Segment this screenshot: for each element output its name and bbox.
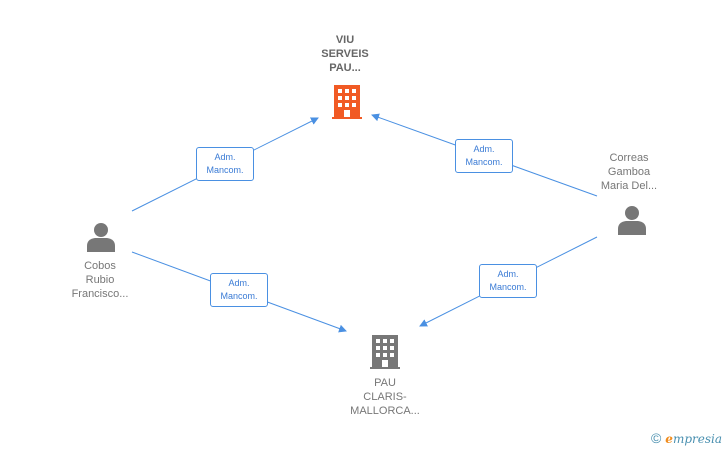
edge-label-cobos-viu: Adm. Mancom.	[196, 147, 254, 181]
building-icon[interactable]	[332, 85, 362, 119]
person-icon[interactable]	[86, 222, 116, 252]
node-label-cobos[interactable]: Cobos Rubio Francisco...	[71, 260, 129, 300]
node-label-pau[interactable]: PAU CLARIS- MALLORCA...	[350, 377, 420, 417]
copyright-symbol: ©	[650, 430, 662, 446]
node-label-viu[interactable]: VIU SERVEIS PAU...	[321, 34, 369, 74]
edge-label-correas-pau: Adm. Mancom.	[479, 264, 537, 298]
edge-label-cobos-pau: Adm. Mancom.	[210, 273, 268, 307]
empresia-logo: ©empresia	[650, 430, 722, 446]
edge-label-correas-viu: Adm. Mancom.	[455, 139, 513, 173]
person-icon[interactable]	[617, 205, 647, 235]
node-label-correas[interactable]: Correas Gamboa Maria Del...	[600, 152, 658, 192]
building-icon[interactable]	[370, 335, 400, 369]
